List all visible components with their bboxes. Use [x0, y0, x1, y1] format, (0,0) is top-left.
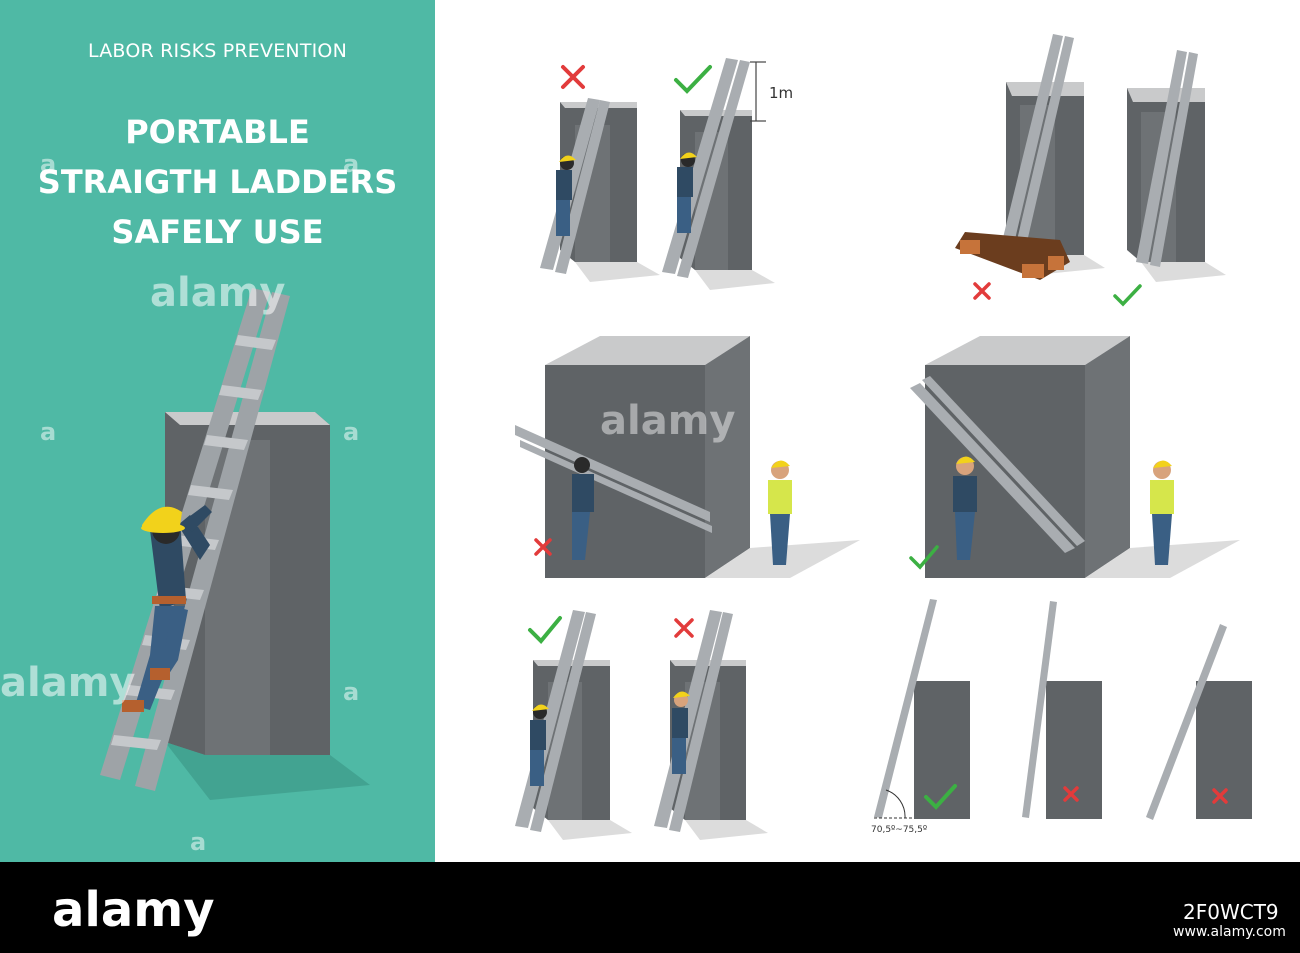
watermark: alamy — [600, 398, 736, 444]
cross-icon — [973, 282, 991, 300]
check-icon — [909, 545, 939, 570]
image-id: 2F0WCT9 — [1183, 900, 1279, 924]
carry-wrong-scene — [515, 336, 860, 578]
watermark-mark: a — [190, 828, 207, 856]
stable-base-scene — [955, 34, 1226, 307]
title-line-2: STRAIGTH LADDERS — [37, 163, 398, 201]
watermark-mark: a — [40, 418, 57, 446]
watermark: alamy — [0, 660, 136, 706]
cross-icon — [534, 538, 552, 556]
cross-icon — [561, 65, 585, 89]
facing-ladder-scene — [515, 610, 768, 840]
watermark-mark: a — [40, 150, 57, 178]
check-icon — [1113, 284, 1142, 307]
main-scene — [100, 288, 370, 800]
worker-climbing — [122, 505, 212, 712]
check-icon — [528, 616, 562, 644]
alamy-logo: alamy — [52, 882, 215, 938]
angle-scene: 70,5º~75,5º — [871, 599, 1252, 835]
angle-label: 70,5º~75,5º — [871, 825, 927, 835]
watermark-mark: a — [343, 150, 360, 178]
check-icon — [924, 784, 957, 810]
title-line-1: PORTABLE — [125, 113, 310, 151]
title-line-3: SAFELY USE — [111, 213, 324, 251]
footer-url[interactable]: www.alamy.com — [1173, 924, 1286, 940]
footer-bar: alamy 2F0WCT9 www.alamy.com — [0, 862, 1300, 953]
watermark-mark: a — [343, 418, 360, 446]
carry-right-scene — [909, 336, 1240, 578]
cross-icon — [674, 618, 694, 638]
illustration-canvas: 1m — [100, 34, 1252, 840]
cross-icon — [1212, 788, 1228, 804]
supertitle: LABOR RISKS PREVENTION — [88, 40, 347, 62]
check-icon — [674, 65, 712, 94]
cross-icon — [1063, 786, 1079, 802]
watermark: alamy — [150, 270, 286, 316]
watermark-mark: a — [343, 678, 360, 706]
rule-1m-scene: 1m — [540, 58, 793, 290]
height-label: 1m — [769, 84, 793, 102]
